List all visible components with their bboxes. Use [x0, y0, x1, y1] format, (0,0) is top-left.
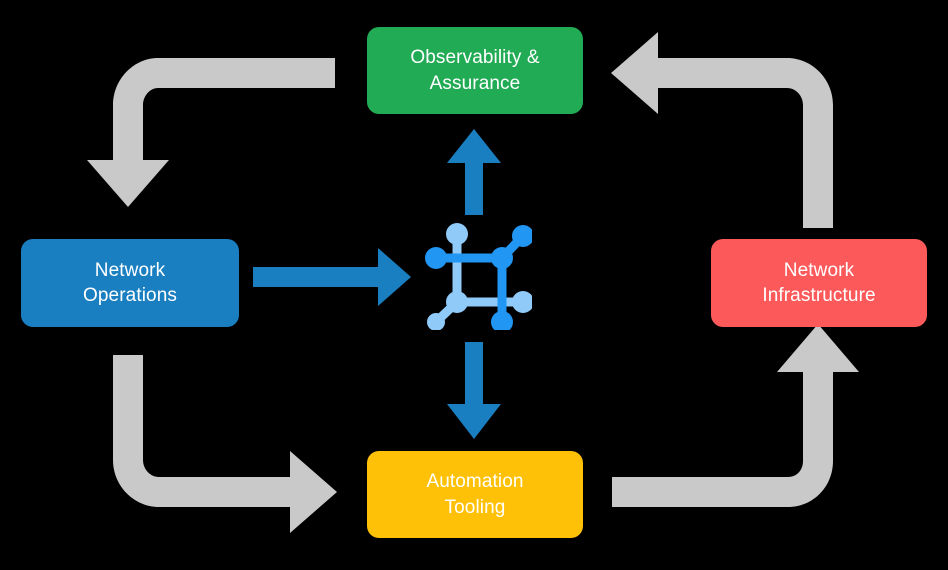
box-automation-tooling-label: Automation Tooling	[426, 471, 524, 518]
box-observability-label: Observability & Assurance	[410, 47, 540, 94]
box-network-infrastructure-label: Network Infrastructure	[762, 259, 876, 306]
box-network-operations-label: Network Operations	[83, 259, 177, 306]
arrow-automation-to-infrastructure	[612, 324, 859, 507]
box-observability-assurance[interactable]: Observability & Assurance	[367, 27, 583, 114]
arrow-center-to-automation	[447, 342, 501, 439]
arrow-infrastructure-to-observability	[611, 32, 833, 228]
box-network-operations[interactable]: Network Operations	[21, 239, 239, 327]
arrow-operations-to-center	[253, 248, 411, 306]
arrow-center-to-observability	[447, 129, 501, 215]
arrow-observability-to-operations	[87, 58, 335, 207]
box-network-infrastructure[interactable]: Network Infrastructure	[711, 239, 927, 327]
arrow-operations-to-automation	[113, 355, 337, 533]
box-automation-tooling[interactable]: Automation Tooling	[367, 451, 583, 538]
network-icon-light-nodes	[427, 223, 532, 330]
network-topology-icon	[425, 223, 532, 330]
network-icon-dark-nodes	[425, 225, 532, 330]
